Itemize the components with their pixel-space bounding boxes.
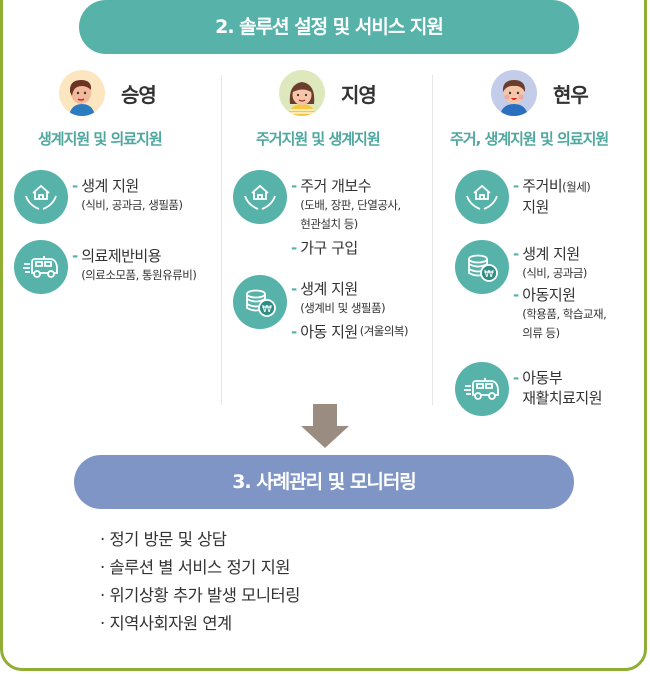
- monitoring-list: · 정기 방문 및 상담 · 솔루션 별 서비스 정기 지원 · 위기상황 추가…: [100, 526, 300, 638]
- person-name: 승영: [121, 82, 157, 107]
- down-arrow-icon: [301, 404, 349, 448]
- support-item: 재활치료지원: [522, 389, 603, 407]
- monitoring-item: · 정기 방문 및 상담: [100, 530, 227, 549]
- ambulance-icon: [455, 362, 509, 416]
- person-name: 지영: [341, 82, 377, 107]
- support-item: 지원: [522, 198, 549, 216]
- support-item: 아동부: [522, 369, 563, 387]
- support-item-detail: (겨울의복): [359, 324, 409, 338]
- support-item: 생계 지원: [81, 177, 139, 195]
- svg-text:₩: ₩: [484, 269, 494, 280]
- support-item: 생계 지원: [522, 245, 580, 263]
- support-item-detail: 의류 등): [522, 326, 560, 340]
- person-header: 현우: [491, 70, 589, 116]
- column-divider: [432, 75, 433, 405]
- coins-won-icon: ₩: [455, 240, 509, 294]
- avatar-boy-icon: [59, 70, 105, 116]
- person-support-type: 생계지원 및 의료지원: [38, 130, 163, 148]
- support-item: 아동 지원: [300, 323, 358, 341]
- svg-text:₩: ₩: [262, 304, 272, 315]
- coins-won-icon: ₩: [233, 275, 287, 329]
- support-item: 가구 구입: [300, 239, 358, 257]
- support-group: - 주거비(월세) 지원: [455, 170, 591, 224]
- ambulance-icon: [14, 240, 68, 294]
- monitoring-item: · 지역사회자원 연계: [100, 614, 232, 633]
- monitoring-item: · 솔루션 별 서비스 정기 지원: [100, 558, 290, 577]
- column-divider: [221, 75, 222, 405]
- person-header: 승영: [59, 70, 157, 116]
- avatar-boy-icon: [491, 70, 537, 116]
- support-item-detail: (도배, 장판, 단열공사,: [300, 198, 401, 212]
- person-support-type: 주거, 생계지원 및 의료지원: [450, 130, 609, 148]
- support-group: - 의료제반비용 (의료소모품, 통원유류비): [14, 240, 197, 294]
- house-in-hands-icon: [233, 170, 287, 224]
- section-2-header: 2. 솔루션 설정 및 서비스 지원: [79, 0, 579, 54]
- support-item: 아동지원: [522, 286, 576, 304]
- house-in-hands-icon: [14, 170, 68, 224]
- support-item-detail: (생계비 및 생필품): [300, 301, 386, 315]
- person-header: 지영: [279, 70, 377, 116]
- support-item-detail: (식비, 공과금): [522, 266, 587, 280]
- support-group: ₩ - 생계 지원 (식비, 공과금) - 아동지원 (학용품, 학습교재, 의…: [455, 240, 607, 345]
- support-item: 생계 지원: [300, 280, 358, 298]
- avatar-girl-icon: [279, 70, 325, 116]
- support-item: 주거비: [522, 177, 563, 195]
- support-item-detail: (식비, 공과금, 생필품): [81, 198, 183, 212]
- support-item-detail: 현관설치 등): [300, 217, 358, 231]
- support-item: 의료제반비용: [81, 247, 162, 265]
- support-item-detail: (의료소모품, 통원유류비): [81, 268, 197, 282]
- person-name: 현우: [553, 82, 589, 107]
- monitoring-item: · 위기상황 추가 발생 모니터링: [100, 586, 300, 605]
- house-in-hands-icon: [455, 170, 509, 224]
- support-item: 주거 개보수: [300, 177, 372, 195]
- support-item-detail: (학용품, 학습교재,: [522, 307, 607, 321]
- support-group: - 아동부 재활치료지원: [455, 362, 603, 416]
- person-support-type: 주거지원 및 생계지원: [256, 130, 381, 148]
- section-3-header: 3. 사례관리 및 모니터링: [74, 455, 574, 509]
- support-group: - 주거 개보수 (도배, 장판, 단열공사, 현관설치 등) - 가구 구입: [233, 170, 401, 260]
- support-group: ₩ - 생계 지원 (생계비 및 생필품) - 아동 지원 (겨울의복): [233, 275, 409, 344]
- support-item-detail: (월세): [562, 180, 591, 194]
- support-group: - 생계 지원 (식비, 공과금, 생필품): [14, 170, 183, 224]
